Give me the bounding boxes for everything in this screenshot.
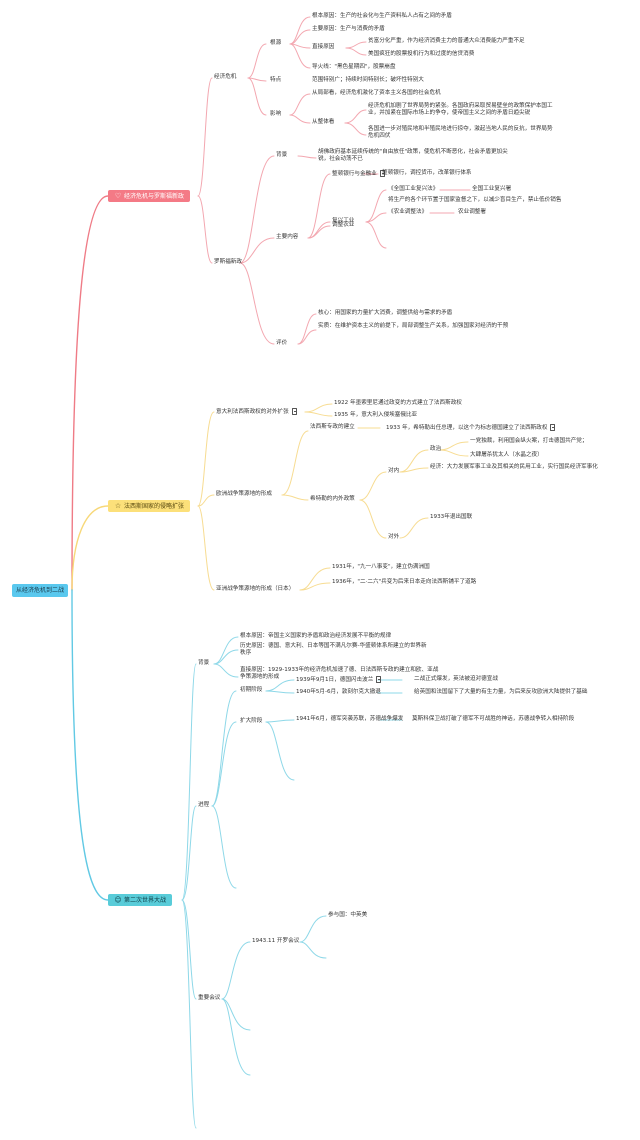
node-nira[interactable]: 《全国工业复兴法》 — [388, 186, 439, 192]
document-icon[interactable] — [291, 408, 297, 415]
section-fascist-aggression[interactable]: ☆法西斯国家的侵略扩张 — [108, 500, 191, 512]
node-early-2[interactable]: 1940年5月-6月，敦刻尔克大撤退 — [296, 689, 381, 695]
node-agriculture[interactable]: 调整农业 — [332, 222, 355, 228]
node-eval-core[interactable]: 核心：用国家的力量扩大消费，调整供给与需求的矛盾 — [318, 310, 453, 316]
node-feature[interactable]: 特点 — [270, 77, 282, 83]
node-nazi-detail-label: 1933 年，希特勒出任总理，以这个为标志德国建立了法西斯政权 — [386, 425, 548, 431]
node-bank-detail[interactable]: 整顿银行，调控货币，改革银行体系 — [382, 170, 472, 176]
node-expand-1b[interactable]: 莫斯科保卫战打破了德军不可战胜的神话，苏德战争转入相持阶段 — [412, 716, 575, 722]
node-impact[interactable]: 影响 — [270, 111, 282, 117]
section-label: 第二次世界大战 — [124, 897, 167, 904]
heart-icon: ♡ — [114, 192, 122, 200]
node-politics-1[interactable]: 一党独裁，利用国会纵火案，打击德国共产党； — [470, 438, 588, 444]
node-newdeal-background[interactable]: 背景 — [276, 152, 288, 158]
section-label: 法西斯国家的侵略扩张 — [124, 503, 185, 510]
node-bg-direct[interactable]: 直接原因：1929-1933年的经济危机加速了德、日法西斯专政的建立和欧、亚战争… — [240, 667, 439, 680]
node-external[interactable]: 对外 — [388, 534, 400, 540]
node-bank[interactable]: 整顿银行与金融业 — [332, 170, 385, 178]
node-external-1[interactable]: 1933年退出国联 — [430, 514, 473, 520]
node-italy-1[interactable]: 1922 年墨索里尼通过政变的方式建立了法西斯政权 — [334, 400, 462, 406]
node-feature-text[interactable]: 范围特别广；持续时间特别长；破坏性特别大 — [312, 77, 424, 83]
node-politics[interactable]: 政治 — [430, 446, 442, 452]
node-early-1b[interactable]: 二战正式爆发，英法被迫对德宣战 — [414, 676, 498, 682]
node-economic-crisis[interactable]: 经济危机 — [214, 74, 237, 80]
node-evaluation[interactable]: 评价 — [276, 340, 288, 346]
node-fuse[interactable]: 导火线："黑色星期四"，股票崩盘 — [312, 64, 396, 70]
node-meetings[interactable]: 重要会议 — [198, 995, 221, 1001]
node-italy-expansion[interactable]: 意大利法西斯政权的对外扩张 — [216, 408, 297, 416]
node-italy-label: 意大利法西斯政权的对外扩张 — [216, 409, 289, 415]
node-direct-cause-1[interactable]: 贫富分化严重，作为经济消费主力的普通大众消费能力严重不足 — [368, 38, 525, 44]
node-early-1-label: 1939年9月1日，德国闪击波兰 — [296, 677, 374, 683]
node-impact-whole[interactable]: 从整体看 — [312, 119, 335, 125]
node-bg-root[interactable]: 根本原因：帝国主义国家的矛盾和政治经济发展不平衡的规律 — [240, 633, 392, 639]
node-direct-cause[interactable]: 直接原因 — [312, 44, 335, 50]
node-bank-label: 整顿银行与金融业 — [332, 171, 377, 177]
node-cause[interactable]: 根源 — [270, 40, 282, 46]
section-economic-crisis-new-deal[interactable]: ♡经济危机与罗斯福新政 — [108, 190, 191, 202]
node-early-stage[interactable]: 初期阶段 — [240, 687, 263, 693]
node-cairo-1[interactable]: 参与国：中英美 — [328, 912, 368, 918]
node-industry-detail[interactable]: 将生产的各个环节置于国家监督之下，以减少盲目生产，禁止低价销售 — [388, 197, 562, 203]
root-node[interactable]: 从经济危机到二战 — [12, 584, 69, 597]
node-economy[interactable]: 经济：大力发展军事工业及其相关的民用工业，实行国民经济军事化 — [430, 464, 598, 470]
node-asia-2[interactable]: 1936年，"二·二六"兵变为后来日本走向法西斯铺平了道路 — [332, 579, 477, 585]
node-asia-war-source[interactable]: 亚洲战争策源地的形成（日本） — [216, 586, 295, 592]
node-early-2b[interactable]: 给英国和法国留下了大量的有生力量，为后来反攻欧洲大陆提供了基础 — [414, 689, 588, 695]
section-world-war-two[interactable]: ☺第二次世界大战 — [108, 894, 173, 906]
node-internal[interactable]: 对内 — [388, 468, 400, 474]
node-aaa-detail[interactable]: 农业调整署 — [458, 209, 486, 215]
node-cairo-conference[interactable]: 1943.11 开罗会议 — [252, 938, 300, 944]
node-politics-2[interactable]: 大肆屠杀犹太人（水晶之夜） — [470, 452, 543, 458]
document-icon[interactable] — [376, 676, 382, 683]
node-italy-2[interactable]: 1935 年，意大利入侵埃塞俄比亚 — [334, 412, 418, 418]
node-root-cause[interactable]: 根本原因：生产的社会化与生产资料私人占有之间的矛盾 — [312, 13, 452, 19]
star-icon: ☆ — [114, 502, 122, 510]
node-impact-local[interactable]: 从局部看，经济危机激化了资本主义各国的社会危机 — [312, 90, 441, 96]
node-early-1[interactable]: 1939年9月1日，德国闪击波兰 — [296, 676, 382, 684]
node-ww2-background[interactable]: 背景 — [198, 660, 210, 666]
node-direct-cause-2[interactable]: 美国疯狂的股票投机行为和过度的信贷消费 — [368, 51, 475, 57]
node-europe-war-source[interactable]: 欧洲战争策源地的形成 — [216, 491, 272, 497]
node-industry[interactable]: 复兴工业 — [332, 218, 355, 224]
node-expand-1[interactable]: 1941年6月，德军突袭苏联，苏德战争爆发 — [296, 716, 404, 722]
section-label: 经济危机与罗斯福新政 — [124, 193, 185, 200]
node-impact-whole-2[interactable]: 各国进一步对殖民地和半殖民地进行掠夺，激起当地人民的反抗，世界局势危机四伏 — [368, 126, 553, 139]
node-eval-essence[interactable]: 实质：在维护资本主义的前提下，局部调整生产关系，加强国家对经济的干预 — [318, 323, 509, 329]
smiley-icon: ☺ — [114, 896, 122, 904]
node-nazi-establishment[interactable]: 法西斯专政的建立 — [310, 424, 355, 430]
node-aaa[interactable]: 《农业调整法》 — [388, 209, 428, 215]
document-icon[interactable] — [379, 170, 385, 177]
document-icon[interactable] — [550, 424, 556, 431]
node-main-cause[interactable]: 主要原因：生产与消费的矛盾 — [312, 26, 385, 32]
node-nazi-establishment-detail[interactable]: 1933 年，希特勒出任总理，以这个为标志德国建立了法西斯政权 — [386, 424, 556, 432]
node-expand-stage[interactable]: 扩大阶段 — [240, 718, 263, 724]
node-impact-whole-1[interactable]: 经济危机加剧了世界局势的紧张。各国政府采取贸易壁垒的政策保护本国工业，并加紧在国… — [368, 103, 553, 116]
node-main-content[interactable]: 主要内容 — [276, 234, 299, 240]
node-nira-detail[interactable]: 全国工业复兴署 — [472, 186, 512, 192]
node-hitler-policy[interactable]: 希特勒的内外政策 — [310, 496, 355, 502]
node-newdeal-background-text[interactable]: 胡佛政府基本延续传统的"自由放任"政策，使危机不断恶化，社会矛盾更加尖锐，社会动… — [318, 149, 508, 162]
node-bg-history[interactable]: 历史原因：德国、意大利、日本等国不满凡尔赛-华盛顿体系所建立的世界新秩序 — [240, 643, 427, 656]
node-process[interactable]: 进程 — [198, 802, 210, 808]
node-asia-1[interactable]: 1931年，"九一八事变"，建立伪满洲国 — [332, 564, 430, 570]
node-new-deal[interactable]: 罗斯福新政 — [214, 259, 242, 265]
